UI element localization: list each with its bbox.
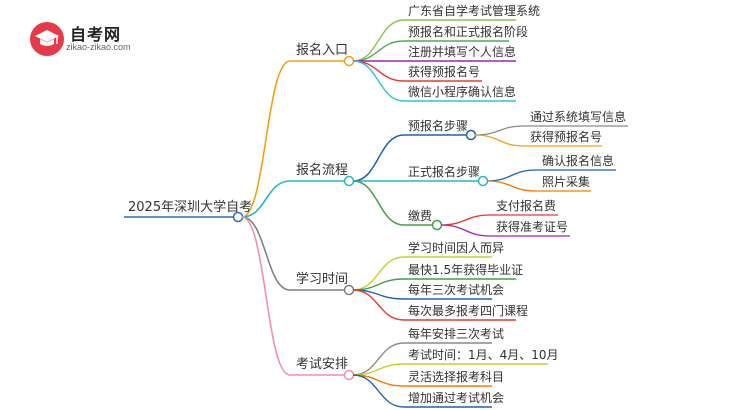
branch-connector-2 [241,180,291,218]
leaf-label-3-4: 每次最多报考四门课程 [408,304,529,318]
sub-leaf-label-3-2: 获得准考证号 [496,220,569,234]
leaf-label-1-1: 广东省自学考试管理系统 [408,4,541,18]
leaf-label-3-2: 最快1.5年获得毕业证 [408,263,524,277]
logo-url: zikao-zikao.com [66,42,131,52]
leaf-label-1-4: 获得预报名号 [408,65,481,79]
branch-label-3: 学习时间 [296,272,349,287]
leaf-label-3-3: 每年三次考试机会 [408,283,505,297]
leaf-connector-1-1 [352,19,405,62]
leaf-label-4-3: 灵活选择报考科目 [408,370,505,384]
branch-connector-4 [241,216,291,376]
leaf-connector-4-4 [352,374,405,408]
sub-leaf-connector-2-1 [486,169,537,182]
leaf-label-4-4: 增加通过考试机会 [408,391,505,405]
leaf-label-1-3: 注册并填写个人信息 [408,45,517,59]
sub-leaf-connector-3-1 [440,214,491,226]
sub-leaf-label-3-1: 支付报名费 [496,199,557,213]
sub-leaf-label-2-1: 确认报名信息 [542,154,615,168]
leaf-label-4-2: 考试时间：1月、4月、10月 [408,348,559,362]
leaf-label-1-2: 预报名和正式报名阶段 [408,25,529,39]
root-label: 2025年深圳大学自考 [128,200,253,215]
branch-label-2: 报名流程 [296,163,349,178]
sub-leaf-connector-1-2 [474,134,525,147]
branch-label-4: 考试安排 [296,357,349,372]
sub-label-1: 预报名步骤 [408,119,469,133]
branch-label-1: 报名入口 [296,43,349,58]
site-logo[interactable]: 自考网 zikao-zikao.com [30,20,170,56]
sub-connector-1 [352,134,405,182]
sub-connector-3 [352,180,405,226]
leaf-label-1-5: 微信小程序确认信息 [408,85,517,99]
graduation-cap-icon [30,22,64,56]
sub-leaf-connector-2-2 [486,180,537,192]
leaf-connector-1-2 [352,40,405,62]
sub-leaf-connector-1-1 [474,125,525,136]
branch-connector-1 [241,60,291,218]
leaf-connector-3-4 [352,289,405,321]
sub-label-3: 缴费 [408,209,433,223]
leaf-label-3-1: 学习时间因人而异 [408,241,505,255]
leaf-connector-1-4 [352,60,405,82]
sub-leaf-label-2-2: 照片采集 [542,175,591,189]
sub-node-3 [431,219,443,231]
logo-name: 自考网 [70,25,122,44]
sub-label-2: 正式报名步骤 [408,165,481,179]
leaf-label-4-1: 每年安排三次考试 [408,327,505,341]
sub-leaf-label-1-1: 通过系统填写信息 [530,110,627,124]
leaf-connector-1-5 [352,60,405,102]
branch-connector-3 [241,216,291,291]
sub-leaf-connector-3-2 [440,224,491,237]
sub-leaf-label-1-2: 获得预报名号 [530,130,603,144]
